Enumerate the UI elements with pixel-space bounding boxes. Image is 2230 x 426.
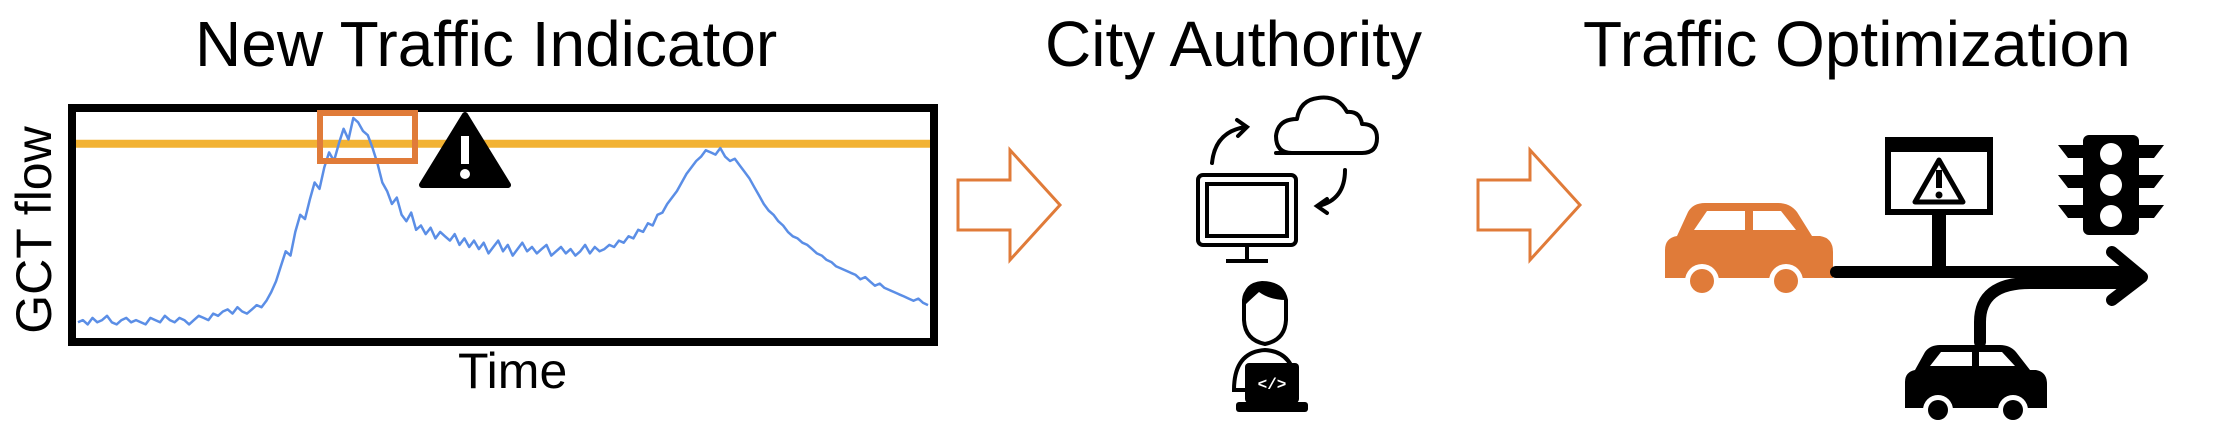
monitor-icon [1196,173,1298,263]
developer-icon: </> [1231,281,1308,412]
cloud-icon [1274,95,1379,155]
warning-sign-icon [1885,137,1993,268]
flow-arrow-2 [1476,146,1583,264]
svg-text:</>: </> [1258,376,1287,394]
warning-icon [419,112,511,188]
flow-arrow-1 [956,146,1063,264]
traffic-light-icon [2058,135,2164,235]
optimization-title: Traffic Optimization [1583,8,2131,80]
sync-arrows-icon [1210,118,1347,215]
authority-title: City Authority [1045,8,1423,80]
car-icon [1905,345,2047,425]
x-axis-label: Time [458,343,568,399]
peak-highlight-box [317,110,418,164]
chart [68,104,938,346]
route-arrows-icon [1830,246,2148,348]
series-group [77,116,929,326]
car-icon [1665,203,1833,298]
indicator-title: New Traffic Indicator [195,8,778,80]
series-line-0 [77,116,929,326]
